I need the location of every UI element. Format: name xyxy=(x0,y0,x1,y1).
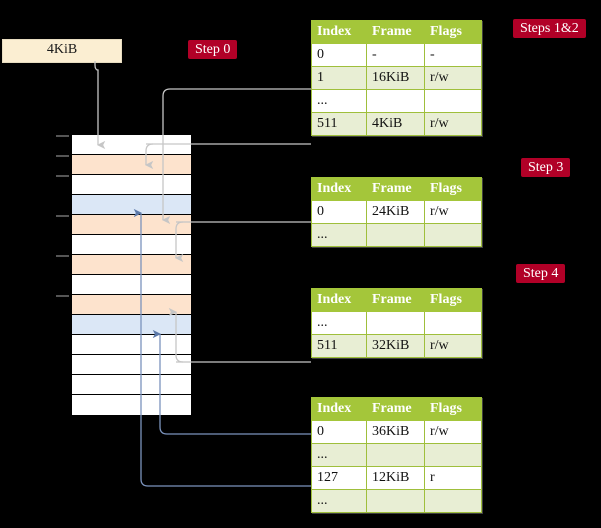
cell-index: 1 xyxy=(311,66,367,90)
column-header-flags: Flags xyxy=(424,397,482,421)
cell-index: 0 xyxy=(311,43,367,67)
cell-index: 511 xyxy=(311,334,367,358)
column-header-flags: Flags xyxy=(424,20,482,44)
memory-frame-row xyxy=(72,395,191,415)
cell-index: ... xyxy=(311,443,367,467)
cell-index: 0 xyxy=(311,200,367,224)
column-header-index: Index xyxy=(311,397,367,421)
memory-frame-tick xyxy=(56,215,69,217)
column-header-flags: Flags xyxy=(424,177,482,201)
column-header-flags: Flags xyxy=(424,288,482,312)
memory-frame-row xyxy=(72,135,191,155)
cell-frame xyxy=(366,223,425,247)
memory-frame-row xyxy=(72,215,191,235)
cell-index: 127 xyxy=(311,466,367,490)
badge-step3: Step 3 xyxy=(521,158,571,177)
physical-memory-column xyxy=(56,134,191,415)
cell-index: ... xyxy=(311,89,367,113)
column-header-index: Index xyxy=(311,20,367,44)
cell-frame xyxy=(366,489,425,513)
cell-index: ... xyxy=(311,311,367,335)
column-header-frame: Frame xyxy=(366,177,425,201)
cell-index: 511 xyxy=(311,112,367,136)
badge-step0: Step 0 xyxy=(188,40,238,59)
cell-frame: 24KiB xyxy=(366,200,425,224)
cell-frame: - xyxy=(366,43,425,67)
memory-frame-tick xyxy=(56,155,69,157)
cell-flags: r xyxy=(424,466,482,490)
cell-frame: 32KiB xyxy=(366,334,425,358)
cell-frame xyxy=(366,443,425,467)
column-header-index: Index xyxy=(311,177,367,201)
table-row: ... xyxy=(311,443,482,467)
cell-flags xyxy=(424,489,482,513)
memory-frame-row xyxy=(72,255,191,275)
table-row: ... xyxy=(311,89,482,113)
badge-steps12: Steps 1&2 xyxy=(513,19,586,38)
memory-frame-tick xyxy=(56,255,69,257)
cell-index: ... xyxy=(311,489,367,513)
cell-frame xyxy=(366,89,425,113)
cell-frame: 36KiB xyxy=(366,420,425,444)
memory-frame-row xyxy=(72,155,191,175)
cell-frame: 4KiB xyxy=(366,112,425,136)
cell-frame: 16KiB xyxy=(366,66,425,90)
memory-frame-tick xyxy=(56,295,69,297)
memory-frame-row xyxy=(72,315,191,335)
cell-index: 0 xyxy=(311,420,367,444)
memory-frame-row xyxy=(72,175,191,195)
cell-flags xyxy=(424,311,482,335)
memory-frame-row xyxy=(72,355,191,375)
column-header-frame: Frame xyxy=(366,397,425,421)
cell-flags: - xyxy=(424,43,482,67)
cell-flags: r/w xyxy=(424,334,482,358)
memory-frame-tick xyxy=(56,135,69,137)
memory-frame-row xyxy=(72,335,191,355)
column-header-index: Index xyxy=(311,288,367,312)
buffer-box-label: 4KiB xyxy=(46,42,78,57)
memory-frame-tick xyxy=(56,175,69,177)
column-header-frame: Frame xyxy=(366,20,425,44)
column-header-frame: Frame xyxy=(366,288,425,312)
table-row: 0-- xyxy=(311,43,482,67)
memory-frame-row xyxy=(72,375,191,395)
cell-frame xyxy=(366,311,425,335)
cell-frame: 12KiB xyxy=(366,466,425,490)
cell-flags: r/w xyxy=(424,66,482,90)
cell-flags: r/w xyxy=(424,200,482,224)
badge-step4: Step 4 xyxy=(516,264,566,283)
table-row: ... xyxy=(311,223,482,247)
table-row: ... xyxy=(311,311,482,335)
memory-frame-row xyxy=(72,295,191,315)
cell-flags xyxy=(424,443,482,467)
cell-flags: r/w xyxy=(424,112,482,136)
memory-frame-row xyxy=(72,195,191,215)
memory-frame-row xyxy=(72,275,191,295)
cell-flags xyxy=(424,223,482,247)
memory-frame-row xyxy=(72,235,191,255)
table-row: ... xyxy=(311,489,482,513)
cell-flags: r/w xyxy=(424,420,482,444)
buffer-box-4kib: 4KiB xyxy=(2,39,122,63)
cell-index: ... xyxy=(311,223,367,247)
cell-flags xyxy=(424,89,482,113)
